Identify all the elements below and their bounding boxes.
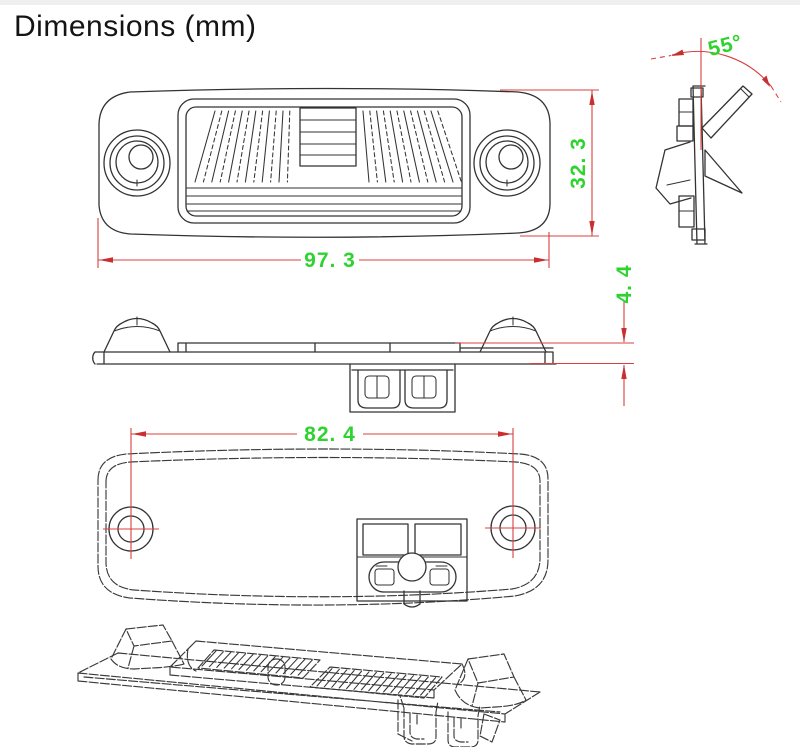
front-view bbox=[98, 87, 551, 238]
isometric-view bbox=[77, 624, 541, 747]
side-view bbox=[655, 85, 753, 245]
angle-value: 55° bbox=[706, 30, 745, 61]
front-height-value: 32. 3 bbox=[567, 137, 590, 189]
page-title: Dimensions (mm) bbox=[14, 10, 257, 43]
front-height-dimension: 32. 3 bbox=[500, 89, 599, 237]
scan-edge bbox=[0, 0, 800, 5]
thickness-dimension: 4. 4 bbox=[455, 264, 636, 406]
hole-spacing-dimension: 82. 4 bbox=[103, 423, 541, 559]
rear-view bbox=[97, 448, 549, 608]
front-width-dimension: 97. 3 bbox=[97, 218, 550, 272]
bottom-edge-view bbox=[92, 316, 557, 413]
hole-spacing-value: 82. 4 bbox=[304, 423, 356, 446]
thickness-value: 4. 4 bbox=[613, 264, 636, 303]
front-width-value: 97. 3 bbox=[304, 249, 356, 272]
